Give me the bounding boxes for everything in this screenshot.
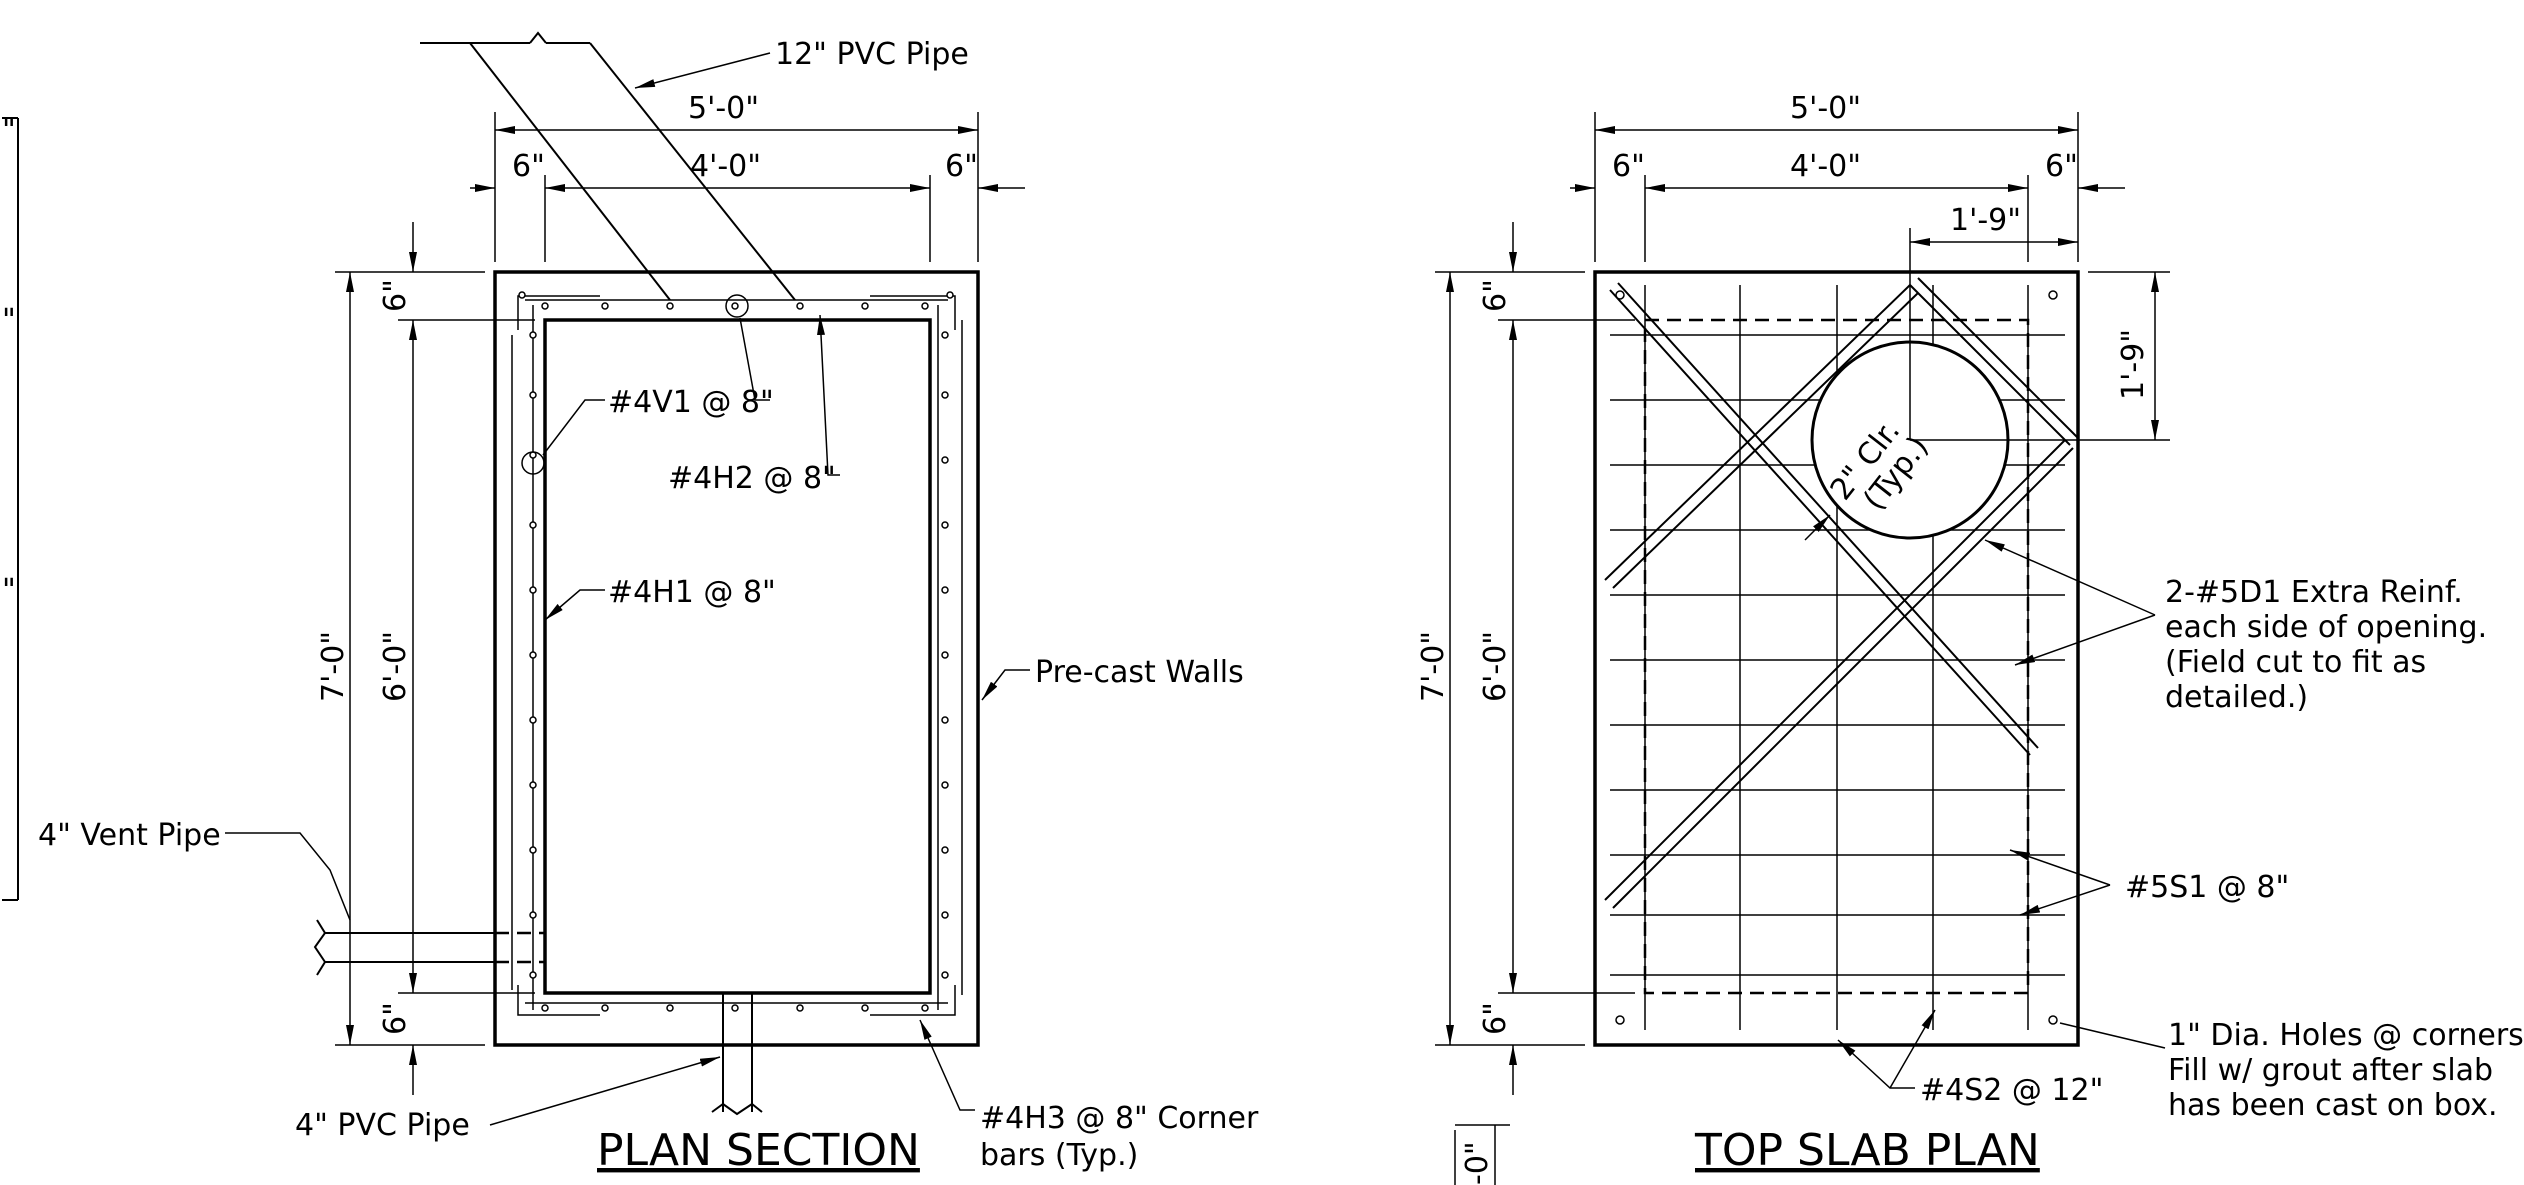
- slab-dim-wall-right: 6": [2045, 149, 2078, 184]
- label-holes-line2: Fill w/ grout after slab: [2168, 1053, 2493, 1088]
- plan-section-title: PLAN SECTION: [597, 1125, 920, 1176]
- slab-dim-wall-bottom: 6": [1478, 1002, 1513, 1035]
- slab-dimensions: [1435, 112, 2170, 1095]
- plan-dim-overall-width: 5'-0": [688, 91, 759, 126]
- plan-dim-wall-right: 6": [945, 149, 978, 184]
- slab-corner-hole-tl: [1615, 290, 1625, 300]
- plan-dim-wall-top: 6": [378, 279, 413, 312]
- partial-bottom-dim: -0": [1460, 1141, 1495, 1185]
- plan-outer-wall: [493, 270, 980, 1047]
- label-holes-line1: 1" Dia. Holes @ corners.: [2168, 1018, 2524, 1053]
- slab-dim-overall-height: 7'-0": [1416, 631, 1451, 702]
- partial-left-view: " " ": [2, 113, 19, 901]
- slab-corner-hole-tr: [2048, 290, 2058, 300]
- slab-dim-opening-x: 1'-9": [1950, 203, 2021, 238]
- label-pvc-pipe-4: 4" PVC Pipe: [295, 1108, 470, 1143]
- label-vent-pipe: 4" Vent Pipe: [38, 818, 221, 853]
- label-rebar-5d1-line4: detailed.): [2165, 680, 2308, 715]
- slab-dim-overall-width: 5'-0": [1790, 91, 1861, 126]
- top-slab-title: TOP SLAB PLAN: [1694, 1125, 2040, 1176]
- top-slab-view: 5'-0" 4'-0" 6" 6" 1'-9" 1'-9" 7'-0" 6'-0…: [1416, 91, 2524, 1176]
- plan-dim-overall-height: 7'-0": [316, 631, 351, 702]
- slab-dim-inner-width: 4'-0": [1790, 149, 1861, 184]
- plan-inner-wall: [543, 318, 932, 995]
- label-holes-line3: has been cast on box.: [2168, 1088, 2498, 1123]
- label-rebar-5d1-line3: (Field cut to fit as: [2165, 645, 2426, 680]
- slab-diagonal-rebar: [1604, 277, 2079, 909]
- partial-left-mark-1: ": [2, 113, 16, 148]
- slab-dim-inner-height: 6'-0": [1478, 631, 1513, 702]
- pvc-pipe-12: [420, 31, 796, 301]
- plan-rebar-dots: [518, 291, 954, 1012]
- slab-dim-wall-left: 6": [1612, 149, 1645, 184]
- label-rebar-5d1-line1: 2-#5D1 Extra Reinf.: [2165, 575, 2463, 610]
- label-rebar-4h1: #4H1 @ 8": [608, 575, 776, 610]
- slab-outline: [1593, 270, 2080, 1047]
- plan-dimensions: [335, 112, 1025, 1095]
- slab-leaders: [1837, 539, 2166, 1089]
- plan-dim-inner-height: 6'-0": [378, 631, 413, 702]
- pvc-pipe-4: [711, 993, 763, 1116]
- partial-left-mark-2: ": [2, 303, 16, 338]
- label-rebar-5d1-line2: each side of opening.: [2165, 610, 2487, 645]
- partial-left-mark-3: ": [2, 573, 16, 608]
- slab-dim-wall-top: 6": [1478, 279, 1513, 312]
- label-rebar-4h2: #4H2 @ 8": [668, 461, 836, 496]
- label-pvc-pipe-12: 12" PVC Pipe: [775, 37, 969, 72]
- label-rebar-4v1: #4V1 @ 8": [608, 385, 774, 420]
- slab-corner-hole-bl: [1615, 1015, 1625, 1025]
- plan-dim-wall-bottom: 6": [378, 1002, 413, 1035]
- partial-bottom-view: -0": [1454, 1124, 1510, 1185]
- label-rebar-4h3-line1: #4H3 @ 8" Corner: [980, 1101, 1259, 1136]
- plan-leaders: [225, 52, 1030, 1126]
- plan-section-view: 5'-0" 4'-0" 6" 6" 7'-0" 6'-0" 6" 6" 12" …: [38, 31, 1259, 1176]
- label-rebar-5s1: #5S1 @ 8": [2125, 870, 2289, 905]
- plan-dim-inner-width: 4'-0": [690, 149, 761, 184]
- label-rebar-4s2: #4S2 @ 12": [1920, 1073, 2103, 1108]
- slab-dim-opening-y: 1'-9": [2116, 329, 2151, 400]
- slab-corner-hole-br: [2048, 1015, 2058, 1025]
- plan-dim-wall-left: 6": [512, 149, 545, 184]
- label-precast-walls: Pre-cast Walls: [1035, 655, 1244, 690]
- label-rebar-4h3-line2: bars (Typ.): [980, 1138, 1138, 1173]
